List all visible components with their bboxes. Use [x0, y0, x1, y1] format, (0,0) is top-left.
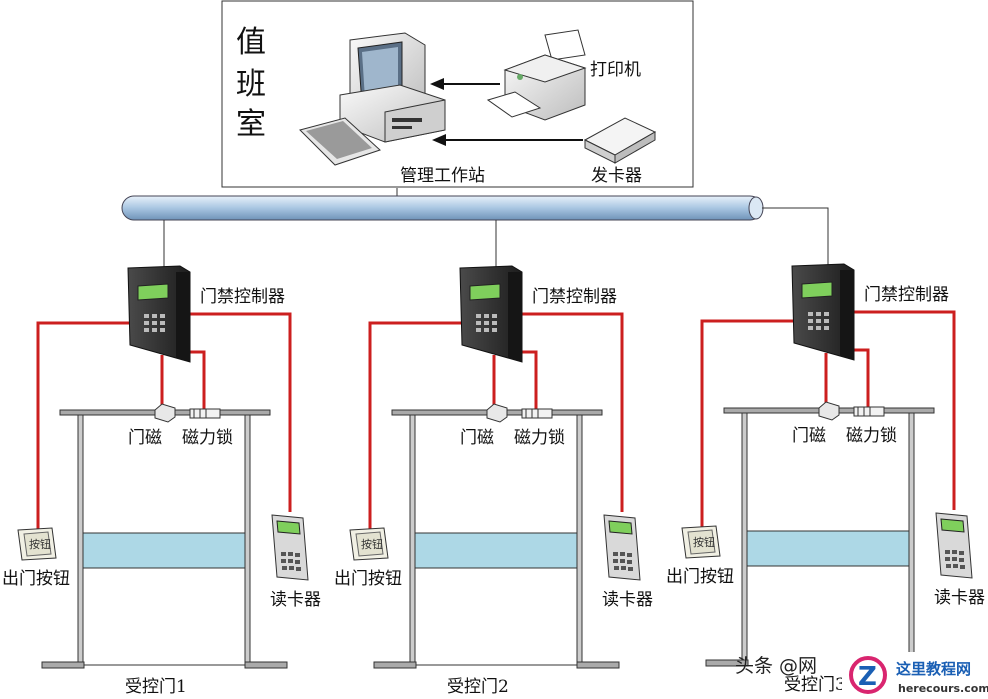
magnetic-lock-icon [189, 408, 221, 419]
duty-room-box [221, 0, 694, 188]
door-assembly-2: 门禁控制器 门磁 磁力锁 按钮 出门按钮 [334, 265, 653, 697]
mag-lock-label: 磁力锁 [514, 428, 565, 448]
card-reader-label: 读卡器 [270, 590, 321, 610]
bus-drop-3 [762, 207, 829, 266]
duty-room-title-1: 值 [236, 25, 266, 60]
printer-icon [486, 29, 587, 121]
door-post-right [908, 412, 915, 664]
door-assembly-3: 门禁控制器 门磁 磁力锁 按钮 出门按钮 [666, 263, 985, 695]
card-issuer-icon [583, 117, 657, 164]
card-issuer-label: 发卡器 [591, 166, 642, 186]
exit-button-icon [17, 527, 57, 561]
svg-text:Z: Z [858, 662, 877, 692]
door-label: 受控门1 [125, 677, 187, 697]
door-floor-right [244, 661, 288, 669]
door-magnet-icon [486, 403, 508, 423]
mag-lock-label: 磁力锁 [182, 428, 233, 448]
printer-label: 打印机 [590, 60, 641, 80]
door-floor-left [705, 659, 749, 667]
door-floor-right [576, 661, 620, 669]
wire-card-reader-2 [522, 312, 624, 512]
arrow-printer-to-pc [430, 78, 500, 90]
exit-button-text: 按钮 [29, 537, 51, 551]
wire-mag-lock-2 [510, 350, 538, 410]
wire-card-reader-1 [190, 312, 292, 512]
controller-label: 门禁控制器 [864, 285, 949, 305]
wire-exit-button-3 [700, 319, 794, 528]
card-reader-icon [271, 514, 309, 581]
wire-exit-button-1 [36, 321, 130, 530]
mag-lock-label: 磁力锁 [846, 426, 897, 446]
exit-button-icon [349, 527, 389, 561]
card-reader-label: 读卡器 [934, 588, 985, 608]
door-post-left [741, 412, 748, 664]
door-label: 受控门2 [447, 677, 509, 697]
controller-label: 门禁控制器 [532, 287, 617, 307]
door-label: 受控门3 [784, 675, 846, 695]
door-magnet-label: 门磁 [128, 428, 162, 448]
exit-button-label: 出门按钮 [666, 567, 734, 587]
access-controller-icon [459, 265, 523, 363]
door-magnet-label: 门磁 [460, 428, 494, 448]
door-post-right [576, 414, 583, 666]
exit-button-label: 出门按钮 [2, 569, 70, 589]
exit-button-text: 按钮 [361, 537, 383, 551]
workstation-label: 管理工作站 [400, 166, 485, 186]
exit-button-text: 按钮 [693, 535, 715, 549]
door-magnet-icon [154, 403, 176, 423]
door-magnet-icon [818, 401, 840, 421]
watermark-logo: Z 这里教程网 herecours.com [842, 652, 988, 699]
watermark-text: 头条 @网 [735, 655, 817, 677]
arrow-issuer-to-pc [432, 134, 583, 146]
magnetic-lock-icon [853, 406, 885, 417]
magnetic-lock-icon [521, 408, 553, 419]
wire-mag-lock-1 [178, 350, 206, 410]
door-floor-left [41, 661, 85, 669]
door-glass-panel [414, 532, 578, 569]
card-reader-icon [935, 512, 973, 579]
exit-button-icon [681, 525, 721, 559]
network-bus [121, 195, 764, 221]
watermark-logo-title: 这里教程网 [896, 660, 971, 678]
door-floor-left [373, 661, 417, 669]
duty-room-title-3: 室 [236, 107, 266, 142]
door-post-left [409, 414, 416, 666]
door-assembly-1: 门禁控制器 门磁 磁力锁 按钮 出门按钮 [2, 265, 321, 697]
door-glass-panel [746, 530, 910, 567]
door-post-left [77, 414, 84, 666]
door-magnet-label: 门磁 [792, 426, 826, 446]
door-post-right [244, 414, 251, 666]
watermark-logo-url: herecours.com [898, 682, 988, 695]
exit-button-label: 出门按钮 [334, 569, 402, 589]
card-reader-icon [603, 514, 641, 581]
duty-room-title-2: 班 [236, 67, 266, 102]
access-controller-icon [127, 265, 191, 363]
wire-exit-button-2 [368, 321, 462, 530]
controller-label: 门禁控制器 [200, 287, 285, 307]
card-reader-label: 读卡器 [602, 590, 653, 610]
wire-mag-lock-3 [842, 348, 870, 408]
access-controller-icon [791, 263, 855, 361]
door-glass-panel [82, 532, 246, 569]
workstation-computer-icon [299, 32, 446, 166]
wire-card-reader-3 [854, 310, 956, 510]
watermark-logo-icon [849, 656, 887, 694]
